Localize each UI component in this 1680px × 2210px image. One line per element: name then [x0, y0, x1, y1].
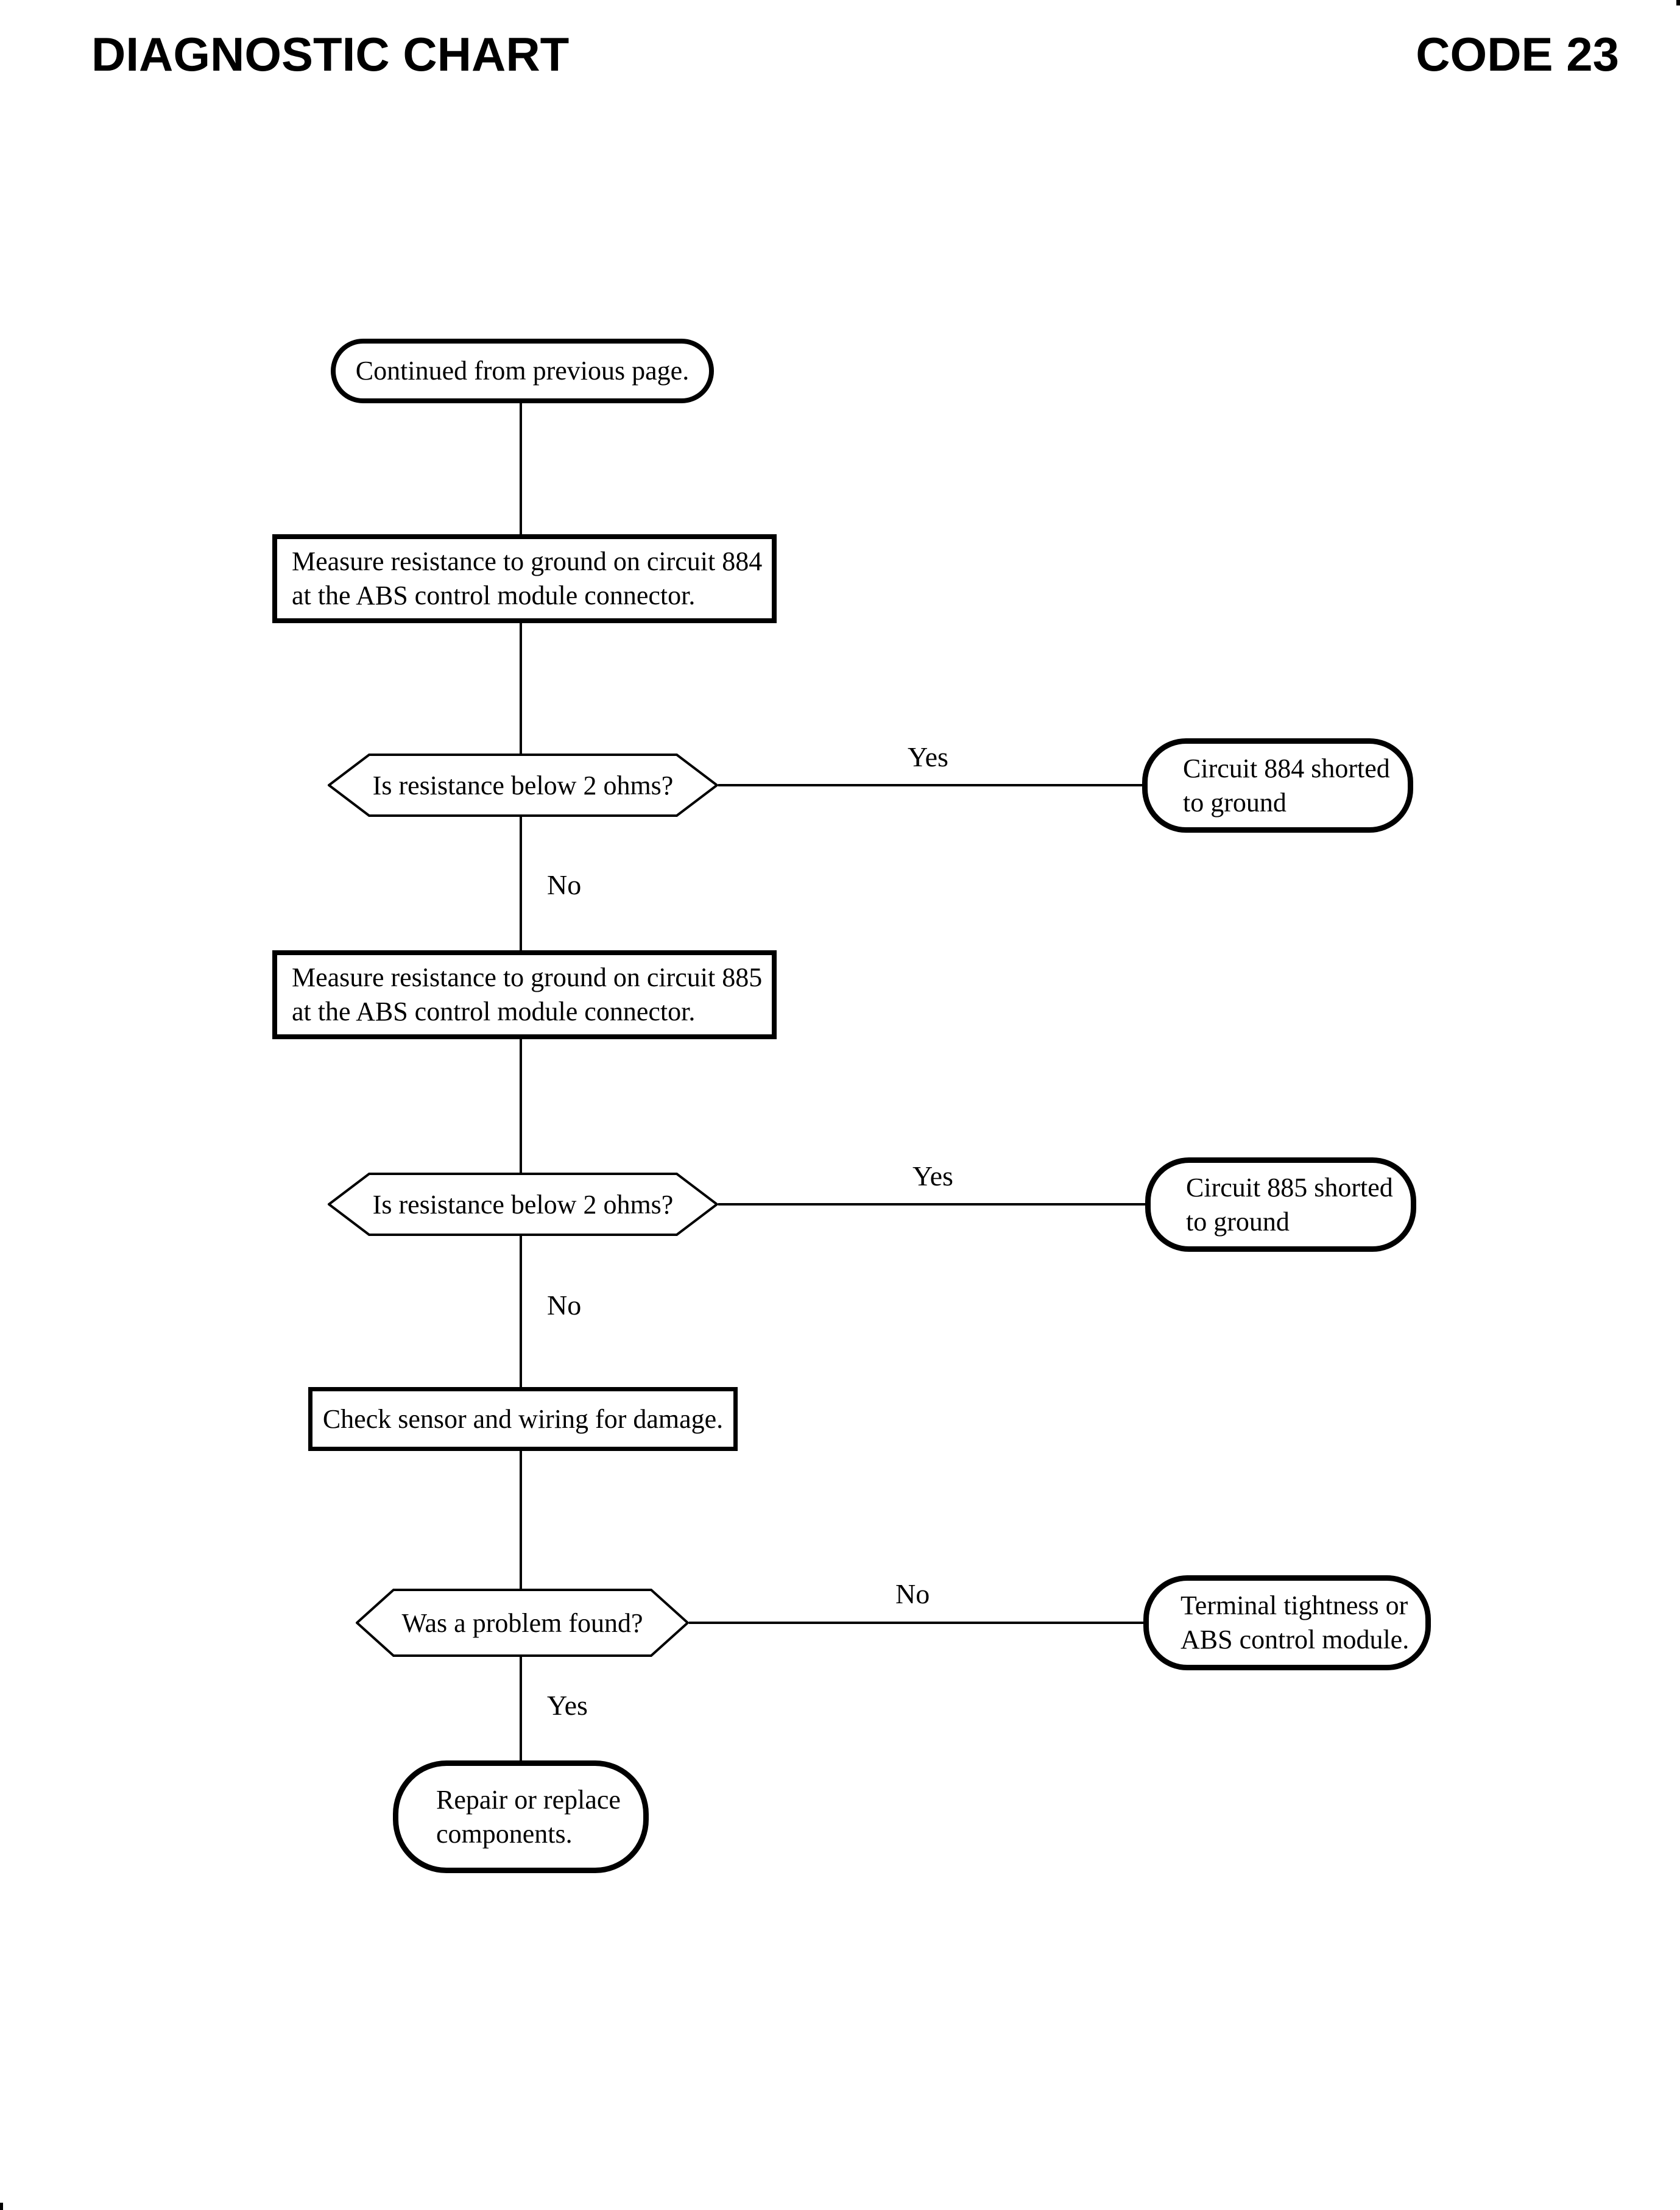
result-repair-line1: Repair or replace — [436, 1784, 621, 1815]
page-title: DIAGNOSTIC CHART — [91, 27, 570, 81]
scan-artifact-bottom-left — [0, 2203, 3, 2210]
edge-label-yes-884: Yes — [908, 741, 948, 772]
connector-decision885-yes — [718, 1203, 1145, 1206]
connector-check-to-decision-problem — [520, 1451, 522, 1589]
terminator-circuit-885-shorted: Circuit 885 shorted to ground — [1145, 1157, 1416, 1252]
decision-resistance-884: Is resistance below 2 ohms? — [328, 754, 718, 817]
connector-decision-problem-no — [689, 1622, 1143, 1624]
result-repair-line2: components. — [436, 1818, 573, 1849]
decision-885-question: Is resistance below 2 ohms? — [372, 1189, 674, 1220]
decision-884-question: Is resistance below 2 ohms? — [372, 770, 674, 800]
process-measure-885-line1: Measure resistance to ground on circuit … — [292, 962, 763, 992]
edge-label-no-problem: No — [895, 1578, 930, 1609]
result-terminal-line2: ABS control module. — [1181, 1625, 1410, 1654]
edge-label-no-884: No — [547, 869, 582, 900]
scan-artifact-top-right — [1676, 0, 1680, 5]
start-terminator: Continued from previous page. — [331, 339, 714, 403]
decision-problem-found: Was a problem found? — [356, 1589, 689, 1657]
connector-decision884-yes — [718, 784, 1142, 786]
result-terminal-line1: Terminal tightness or — [1181, 1590, 1408, 1620]
result-884-line1: Circuit 884 shorted — [1183, 753, 1390, 783]
result-884-line2: to ground — [1183, 787, 1286, 817]
decision-hexagon-shape — [356, 1589, 689, 1657]
decision-problem-question: Was a problem found? — [401, 1608, 643, 1638]
process-check-label: Check sensor and wiring for damage. — [322, 1403, 724, 1434]
result-885-line1: Circuit 885 shorted — [1186, 1172, 1393, 1202]
start-label: Continued from previous page. — [355, 356, 690, 386]
edge-label-yes-problem: Yes — [547, 1690, 588, 1721]
connector-step884-to-decision884 — [520, 623, 522, 754]
connector-decision884-no — [520, 817, 522, 950]
connector-start-to-step884 — [520, 403, 522, 534]
connector-step885-to-decision885 — [520, 1039, 522, 1173]
terminator-circuit-884-shorted: Circuit 884 shorted to ground — [1142, 738, 1413, 833]
page-code: CODE 23 — [1416, 27, 1619, 81]
decision-hexagon-shape — [328, 1173, 718, 1236]
process-measure-circuit-884: Measure resistance to ground on circuit … — [272, 534, 777, 623]
process-measure-circuit-885: Measure resistance to ground on circuit … — [272, 950, 777, 1039]
decision-resistance-885: Is resistance below 2 ohms? — [328, 1173, 718, 1236]
decision-hexagon-shape — [328, 754, 718, 817]
process-measure-884-line1: Measure resistance to ground on circuit … — [292, 546, 763, 576]
connector-decision-problem-yes — [520, 1657, 522, 1760]
edge-label-yes-885: Yes — [912, 1160, 953, 1191]
result-885-line2: to ground — [1186, 1206, 1290, 1237]
terminator-repair-replace: Repair or replace components. — [393, 1760, 649, 1873]
process-measure-884-line2: at the ABS control module connector. — [292, 581, 696, 610]
process-measure-885-line2: at the ABS control module connector. — [292, 997, 696, 1026]
connector-decision885-no — [520, 1236, 522, 1387]
process-check-sensor-wiring: Check sensor and wiring for damage. — [308, 1387, 738, 1451]
edge-label-no-885: No — [547, 1290, 582, 1321]
terminator-terminal-tightness: Terminal tightness or ABS control module… — [1143, 1575, 1431, 1670]
